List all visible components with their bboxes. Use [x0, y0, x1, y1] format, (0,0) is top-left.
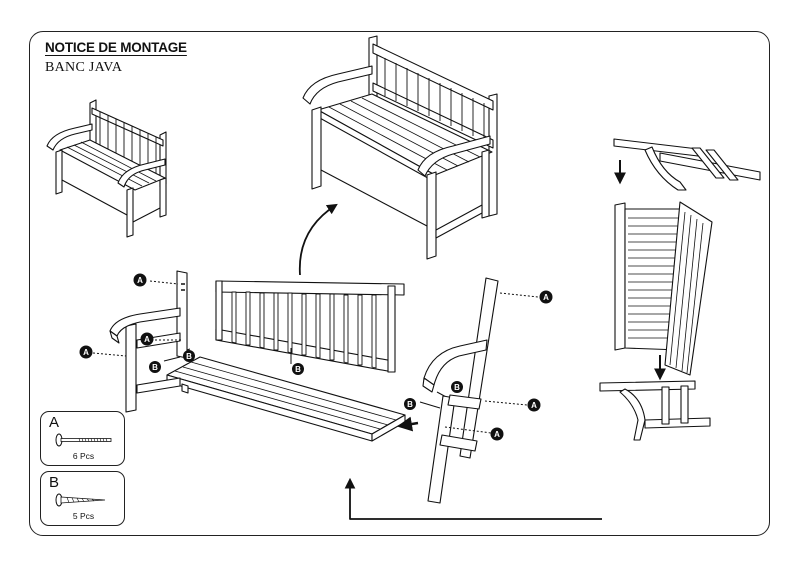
callout-a-3: A	[79, 345, 93, 359]
parts-qty: 5 Pcs	[72, 511, 95, 521]
assembly-arrow-curved	[298, 203, 338, 276]
backrest-panel	[215, 280, 405, 373]
sheet-frame	[29, 31, 770, 536]
arrow-right-frame-to-seat	[397, 416, 419, 432]
svg-text:A: A	[137, 276, 143, 285]
svg-text:A: A	[144, 335, 150, 344]
callout-b-4: B	[451, 381, 463, 393]
bench-assembled	[302, 35, 498, 260]
parts-letter: A	[49, 414, 60, 431]
sequence-step-middle	[614, 201, 713, 376]
page-subtitle: BANC JAVA	[45, 60, 123, 75]
svg-text:B: B	[295, 365, 301, 374]
callout-b-3: B	[292, 363, 304, 375]
sequence-step-top	[613, 138, 761, 191]
svg-text:A: A	[494, 430, 500, 439]
callout-a-5: A	[527, 398, 541, 412]
arrow-l-shaped	[344, 477, 602, 520]
bolt-icon	[55, 433, 112, 447]
callout-b-5: B	[404, 398, 416, 410]
parts-box-a: A 6 Pcs	[40, 411, 125, 466]
page-title: NOTICE DE MONTAGE	[45, 40, 187, 55]
callout-a-1: A	[133, 273, 147, 287]
callout-a-6: A	[490, 427, 504, 441]
callout-a-4: A	[539, 290, 553, 304]
parts-letter: B	[49, 474, 60, 491]
svg-text:A: A	[543, 293, 549, 302]
parts-qty: 6 Pcs	[72, 451, 95, 461]
svg-text:B: B	[152, 363, 158, 372]
parts-box-b: B 5 Pcs	[40, 471, 125, 526]
svg-text:A: A	[531, 401, 537, 410]
wood-screw-icon	[55, 493, 106, 507]
svg-text:B: B	[407, 400, 413, 409]
callout-a-2: A	[140, 332, 154, 346]
svg-text:B: B	[454, 383, 460, 392]
side-frame-right	[422, 277, 499, 504]
seat-panel	[166, 356, 406, 442]
svg-text:A: A	[83, 348, 89, 357]
bench-small-overview	[46, 99, 167, 238]
sequence-step-bottom	[599, 380, 711, 441]
callout-markers: A A A A A A B B B B B	[79, 273, 553, 441]
callout-b-1: B	[183, 350, 195, 362]
callout-b-2: B	[149, 361, 161, 373]
svg-text:B: B	[186, 352, 192, 361]
